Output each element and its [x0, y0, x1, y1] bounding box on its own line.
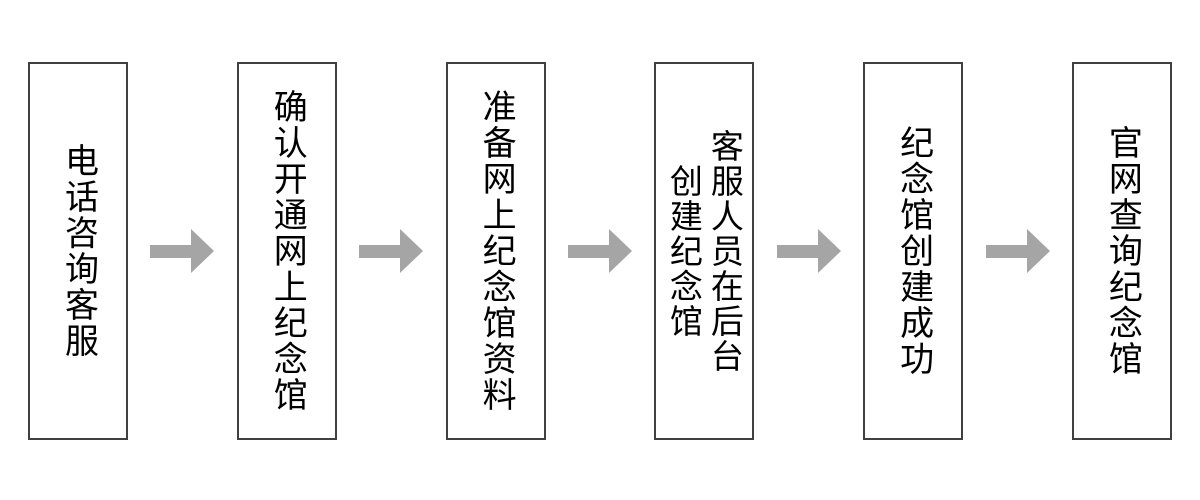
- flow-node-phone-consult[interactable]: 电话咨询客服: [28, 62, 128, 440]
- flow-arrow-right-icon-5: [985, 229, 1050, 273]
- flow-node-creation-success[interactable]: 纪念馆创建成功: [863, 62, 964, 440]
- flow-node-label: 纪念馆创建成功: [893, 125, 934, 377]
- flow-arrow-right-icon-4: [776, 229, 841, 273]
- flow-arrow-right-icon-3: [567, 229, 632, 273]
- flow-arrow-right-icon-2: [359, 229, 424, 273]
- arrow-head: [608, 229, 632, 273]
- flow-node-confirm-activation[interactable]: 确认开通网上纪念馆: [236, 62, 337, 440]
- arrow-head: [191, 229, 215, 273]
- arrow-shaft: [567, 245, 610, 258]
- flow-node-query-on-website[interactable]: 官网查询纪念馆: [1071, 62, 1172, 440]
- flow-node-staff-creates-hall[interactable]: 客服人员在后台 创建纪念馆: [654, 62, 755, 440]
- arrow-shaft: [150, 245, 193, 258]
- flow-node-label: 确认开通网上纪念馆: [267, 89, 308, 413]
- arrow-shaft: [985, 245, 1028, 258]
- flow-node-label: 准备网上纪念馆资料: [476, 89, 517, 413]
- flow-arrow-right-icon-1: [150, 229, 215, 273]
- flow-node-label: 电话咨询客服: [58, 143, 99, 359]
- flow-node-label-column-1: 客服人员在后台: [705, 128, 745, 374]
- arrow-shaft: [359, 245, 402, 258]
- arrow-head: [1026, 229, 1050, 273]
- arrow-shaft: [776, 245, 819, 258]
- flowchart-sequence: 电话咨询客服 确认开通网上纪念馆 准备网上纪念馆资料 客服人员在后台 创建纪念馆: [28, 62, 1172, 440]
- flow-node-label-column-2: 创建纪念馆: [664, 163, 704, 339]
- flow-node-label: 官网查询纪念馆: [1102, 125, 1143, 377]
- arrow-head: [400, 229, 424, 273]
- arrow-head: [817, 229, 841, 273]
- flow-node-prepare-materials[interactable]: 准备网上纪念馆资料: [445, 62, 546, 440]
